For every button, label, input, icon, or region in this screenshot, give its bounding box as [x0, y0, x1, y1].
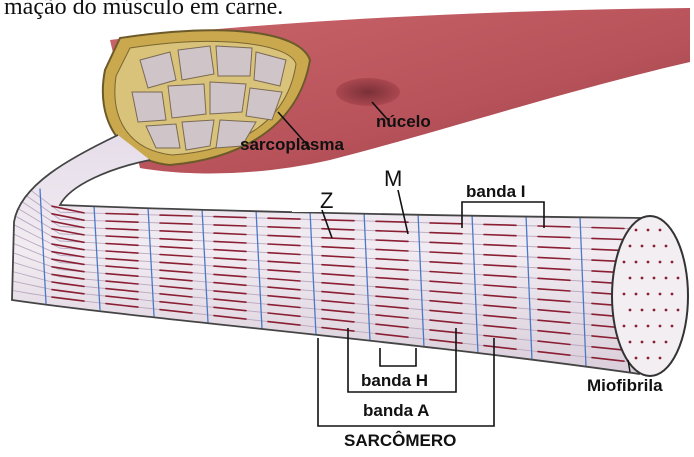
filament-dot — [647, 357, 650, 360]
filament-dot — [677, 309, 680, 312]
filament-dot — [647, 229, 650, 232]
filament-dot — [641, 309, 644, 312]
filament-dot — [653, 277, 656, 280]
filament-dot — [665, 277, 668, 280]
filament-dot — [647, 261, 650, 264]
filament-dot — [653, 245, 656, 248]
filament-dot — [659, 261, 662, 264]
filament-dot — [647, 325, 650, 328]
filament-dot — [629, 341, 632, 344]
myosin-filament — [268, 218, 300, 219]
myosin-filament — [322, 220, 354, 221]
myosin-filament — [106, 214, 138, 215]
filament-dot — [671, 325, 674, 328]
filament-dot — [653, 309, 656, 312]
filament-dot — [629, 277, 632, 280]
h-label-box — [376, 348, 418, 364]
caption-text: mação do músculo em carne. — [4, 0, 283, 20]
a-band-label: banda A — [363, 401, 429, 420]
myosin-filament — [484, 224, 516, 225]
filament-dot — [641, 277, 644, 280]
filament-dot — [629, 245, 632, 248]
filament-dot — [635, 229, 638, 232]
filament-dot — [623, 293, 626, 296]
i-band-label: banda I — [466, 182, 526, 201]
myofibril-end-face — [612, 216, 688, 376]
myosin-filament — [538, 226, 570, 227]
myosin-filament — [430, 223, 462, 224]
filament-dot — [671, 293, 674, 296]
sarcoplasm-label: sarcoplasma — [240, 135, 344, 154]
filament-dot — [659, 293, 662, 296]
filament-dot — [635, 325, 638, 328]
filament-dot — [623, 261, 626, 264]
filament-dot — [623, 325, 626, 328]
myosin-filament — [592, 238, 624, 239]
myosin-filament — [376, 221, 408, 222]
filament-dot — [647, 293, 650, 296]
myofibril-label: Miofibrila — [587, 376, 663, 395]
nucleus-label: núcelo — [376, 112, 431, 131]
m-line-label: M — [384, 166, 402, 191]
myofibril-tube — [0, 120, 694, 380]
sarcomere-label: SARCÔMERO — [344, 431, 456, 450]
filament-dot — [641, 341, 644, 344]
filament-dot — [665, 341, 668, 344]
myosin-filament — [376, 231, 408, 232]
filament-dot — [671, 261, 674, 264]
filament-dot — [665, 309, 668, 312]
myosin-filament — [592, 228, 624, 229]
filament-dot — [659, 357, 662, 360]
myosin-filament — [538, 237, 570, 238]
filament-dot — [635, 357, 638, 360]
myosin-filament — [430, 233, 462, 234]
myosin-filament — [214, 225, 246, 226]
filament-dot — [665, 245, 668, 248]
filament-dot — [659, 229, 662, 232]
nucleus-shape — [336, 78, 400, 106]
filament-dot — [677, 277, 680, 280]
myosin-filament — [160, 223, 192, 224]
filament-dot — [635, 293, 638, 296]
z-line-label: Z — [320, 188, 333, 213]
myosin-filament — [214, 217, 246, 218]
filament-dot — [653, 341, 656, 344]
filament-dot — [659, 325, 662, 328]
h-band-label: banda H — [361, 371, 428, 390]
filament-dot — [635, 261, 638, 264]
filament-dot — [629, 309, 632, 312]
filament-dot — [641, 245, 644, 248]
myosin-filament — [160, 215, 192, 216]
